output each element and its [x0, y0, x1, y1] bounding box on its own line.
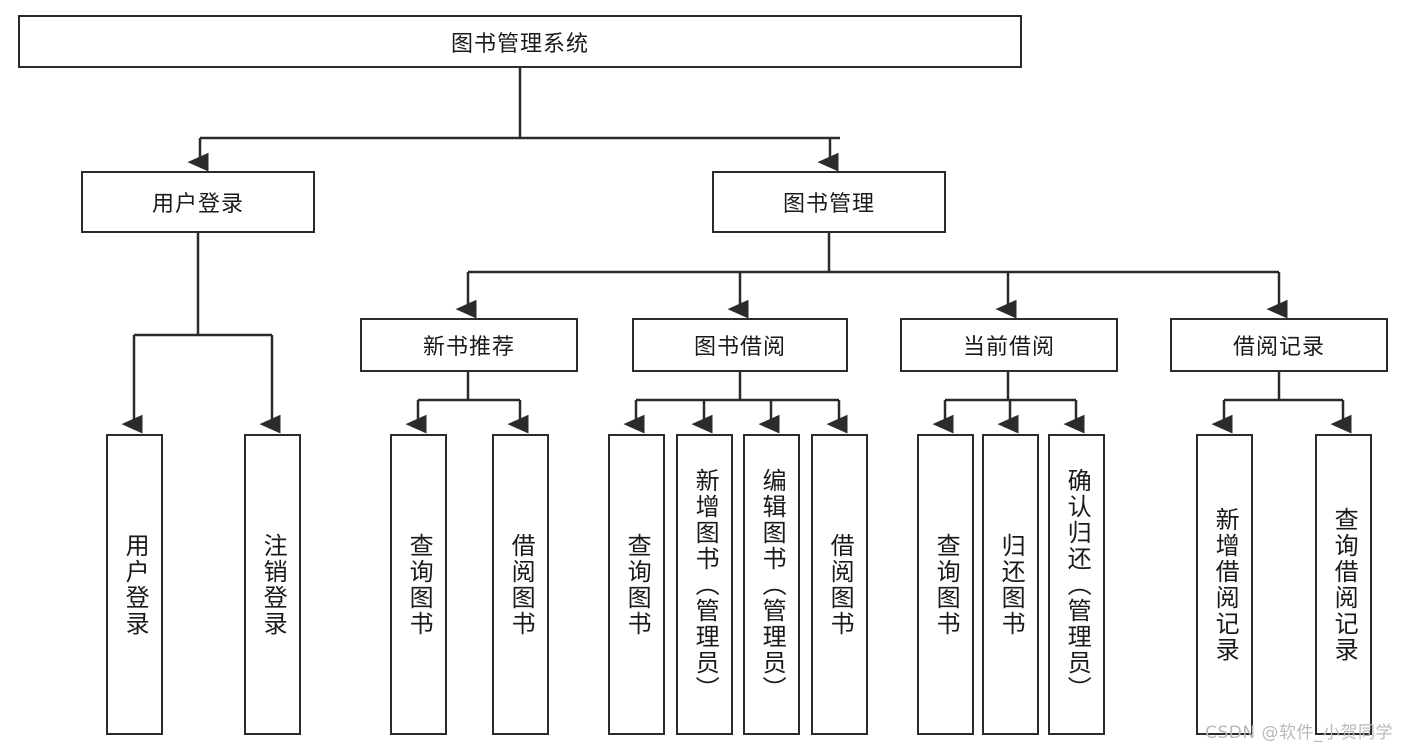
- node-label: 图书借阅: [693, 335, 786, 360]
- node-label: 查询借阅记录: [1330, 506, 1359, 663]
- node-label: 借阅图书: [507, 532, 536, 637]
- node-leaf-add-borrow-record[interactable]: 新增借阅记录: [1196, 434, 1253, 735]
- node-book-borrow[interactable]: 图书借阅: [632, 318, 848, 372]
- node-current-borrow[interactable]: 当前借阅: [900, 318, 1118, 372]
- node-root-book-management-system[interactable]: 图书管理系统: [18, 15, 1022, 68]
- node-user-login[interactable]: 用户登录: [81, 171, 315, 233]
- node-book-management[interactable]: 图书管理: [712, 171, 946, 233]
- node-label: 查询图书: [932, 532, 961, 637]
- node-leaf-query-book-newbook[interactable]: 查询图书: [390, 434, 447, 735]
- node-label: 图书管理: [782, 192, 875, 217]
- node-label: 用户登录: [121, 532, 150, 637]
- node-label: 新增借阅记录: [1211, 506, 1240, 663]
- node-label: 归还图书: [997, 532, 1026, 637]
- node-leaf-borrow-book-newbook[interactable]: 借阅图书: [492, 434, 549, 735]
- watermark-text: CSDN @软件_小贺同学: [1205, 723, 1393, 743]
- node-label: 编辑图书（管理员）: [758, 467, 787, 702]
- node-label: 确认归还（管理员）: [1063, 467, 1092, 702]
- node-leaf-query-borrow-record[interactable]: 查询借阅记录: [1315, 434, 1372, 735]
- node-leaf-return-book[interactable]: 归还图书: [982, 434, 1039, 735]
- node-leaf-add-book-admin[interactable]: 新增图书（管理员）: [676, 434, 733, 735]
- node-new-book-recommendation[interactable]: 新书推荐: [360, 318, 578, 372]
- node-leaf-borrow-book[interactable]: 借阅图书: [811, 434, 868, 735]
- node-label: 查询图书: [405, 532, 434, 637]
- node-leaf-confirm-return-admin[interactable]: 确认归还（管理员）: [1048, 434, 1105, 735]
- node-leaf-query-book-borrow[interactable]: 查询图书: [608, 434, 665, 735]
- node-leaf-edit-book-admin[interactable]: 编辑图书（管理员）: [743, 434, 800, 735]
- node-label: 查询图书: [623, 532, 652, 637]
- node-borrow-record[interactable]: 借阅记录: [1170, 318, 1388, 372]
- node-leaf-logout[interactable]: 注销登录: [244, 434, 301, 735]
- node-label: 注销登录: [259, 532, 288, 637]
- node-label: 用户登录: [151, 192, 244, 217]
- node-leaf-user-login[interactable]: 用户登录: [106, 434, 163, 735]
- node-label: 新书推荐: [422, 335, 515, 360]
- node-leaf-query-book-current[interactable]: 查询图书: [917, 434, 974, 735]
- node-label: 新增图书（管理员）: [691, 467, 720, 702]
- node-label: 当前借阅: [962, 335, 1055, 360]
- node-label: 图书管理系统: [450, 31, 589, 57]
- node-label: 借阅记录: [1232, 335, 1325, 360]
- node-label: 借阅图书: [826, 532, 855, 637]
